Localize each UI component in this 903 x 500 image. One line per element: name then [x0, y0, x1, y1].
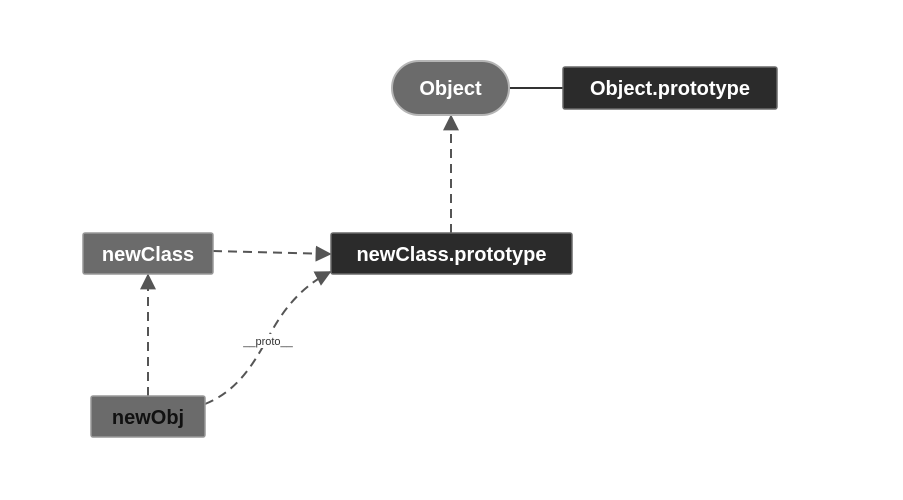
- node-newobj-label: newObj: [112, 407, 184, 429]
- edge-label-proto: __proto__: [242, 336, 293, 348]
- node-object-prototype: Object.prototype: [562, 66, 778, 110]
- node-object-prototype-label: Object.prototype: [590, 78, 750, 100]
- node-newclass: newClass: [82, 232, 214, 275]
- node-object: Object: [391, 60, 510, 116]
- node-newclass-prototype: newClass.prototype: [330, 232, 573, 275]
- node-object-label: Object: [419, 78, 482, 100]
- edge-label-background: [242, 334, 294, 348]
- node-newclass-label: newClass: [102, 244, 194, 266]
- node-newobj: newObj: [90, 395, 206, 438]
- node-newclass-prototype-label: newClass.prototype: [356, 244, 546, 266]
- edge-newclass-to-newclass-prototype: [212, 245, 332, 262]
